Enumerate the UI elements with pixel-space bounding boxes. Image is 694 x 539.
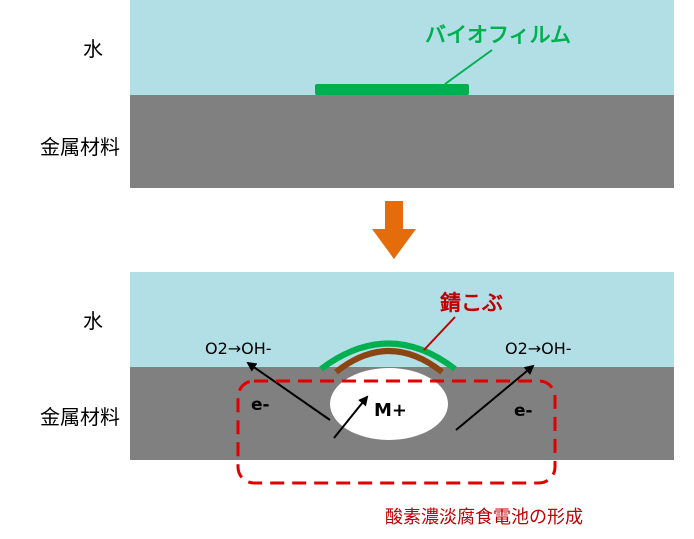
- left-electron-arrow: [246, 361, 331, 421]
- biofilm-label: バイオフィルム: [425, 23, 571, 47]
- left-electron-label: e-: [251, 395, 270, 415]
- corrosion-cell-label: 酸素濃淡腐食電池の形成: [385, 507, 583, 528]
- top-metal-label: 金属材料: [40, 135, 120, 159]
- biofilm-leader-line: [444, 49, 493, 85]
- right-electron-label: e-: [514, 401, 533, 421]
- biofilm: [315, 84, 469, 95]
- transition-arrow: [372, 201, 416, 259]
- top-panel: 水 金属材料 バイオフィルム: [40, 0, 674, 188]
- top-metal-layer: [130, 95, 674, 188]
- top-water-label: 水: [83, 37, 103, 61]
- bottom-panel: 水 金属材料 錆こぶ O2→OH- O2→OH- e- e- M+ 酸素濃淡腐食…: [40, 272, 674, 528]
- bottom-metal-label: 金属材料: [40, 405, 120, 429]
- top-water-layer: [130, 0, 674, 95]
- metal-ion-label: M+: [374, 400, 407, 421]
- rust-leader-line: [423, 316, 456, 351]
- bottom-water-label: 水: [83, 309, 103, 333]
- right-reaction-label: O2→OH-: [505, 339, 572, 358]
- corrosion-pit: [330, 368, 448, 440]
- biofilm-arc: [319, 340, 457, 372]
- ion-arrow: [333, 395, 369, 439]
- rust-tubercle: [334, 348, 444, 375]
- corrosion-cell-outline: [236, 379, 557, 485]
- rust-label: 錆こぶ: [440, 291, 503, 315]
- left-reaction-label: O2→OH-: [205, 339, 272, 358]
- right-electron-arrow: [455, 364, 535, 431]
